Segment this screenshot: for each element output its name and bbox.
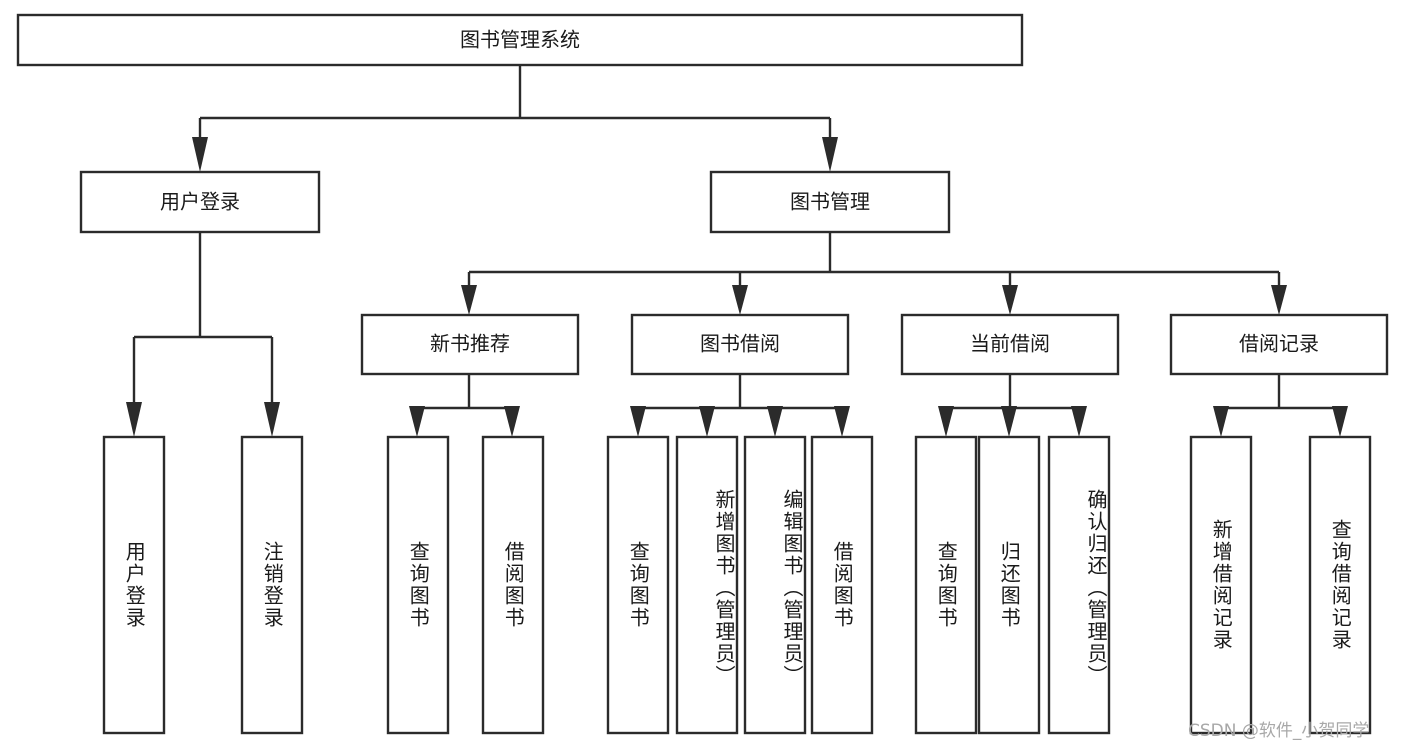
node-box-book-manage[interactable] bbox=[709, 170, 951, 234]
node-label-book-manage: 图书管理 bbox=[790, 190, 870, 214]
node-box-leaf-nb-1[interactable] bbox=[386, 435, 450, 735]
csdn-watermark: CSDN @软件_小贺同学 bbox=[1188, 721, 1370, 741]
node-label-borrow-record: 借阅记录 bbox=[1239, 332, 1319, 356]
node-box-borrow-record[interactable] bbox=[1169, 313, 1389, 376]
node-box-leaf-bb-2[interactable] bbox=[675, 435, 739, 735]
connector-book-manage-to-level3 bbox=[461, 232, 1287, 315]
node-box-leaf-ul-2[interactable] bbox=[240, 435, 304, 735]
connector-borrow-record-to-leaves bbox=[1213, 374, 1348, 437]
node-box-leaf-ul-1[interactable] bbox=[102, 435, 166, 735]
arrow-head-leaf-bb-3 bbox=[767, 406, 783, 437]
arrow-head-leaf-cb-2 bbox=[1001, 406, 1017, 437]
arrow-head-leaf-br-1 bbox=[1213, 406, 1229, 437]
arrow-head-leaf-ul-2 bbox=[264, 402, 280, 437]
node-box-leaf-bb-1[interactable] bbox=[606, 435, 670, 735]
node-label-new-book-recommend: 新书推荐 bbox=[430, 332, 510, 356]
node-box-leaf-br-1[interactable] bbox=[1189, 435, 1253, 735]
arrow-head-leaf-ul-1 bbox=[126, 402, 142, 437]
arrow-head-borrow-record bbox=[1271, 285, 1287, 315]
arrow-head-new-book bbox=[461, 285, 477, 315]
node-box-leaf-cb-2[interactable] bbox=[977, 435, 1041, 735]
connector-new-book-to-leaves bbox=[409, 374, 520, 437]
node-box-leaf-cb-3[interactable] bbox=[1047, 435, 1111, 735]
arrow-head-leaf-nb-1 bbox=[409, 406, 425, 437]
node-label-root: 图书管理系统 bbox=[460, 28, 580, 52]
arrow-head-leaf-bb-4 bbox=[834, 406, 850, 437]
arrow-head-leaf-cb-3 bbox=[1071, 406, 1087, 437]
node-box-leaf-bb-4[interactable] bbox=[810, 435, 874, 735]
node-label-current-borrow: 当前借阅 bbox=[970, 332, 1050, 356]
node-label-book-borrow: 图书借阅 bbox=[700, 332, 780, 356]
arrow-head-leaf-br-2 bbox=[1332, 406, 1348, 437]
node-box-book-borrow[interactable] bbox=[630, 313, 850, 376]
arrow-head-leaf-nb-2 bbox=[504, 406, 520, 437]
arrow-head-leaf-bb-1 bbox=[630, 406, 646, 437]
node-box-leaf-br-2[interactable] bbox=[1308, 435, 1372, 735]
arrow-head-leaf-cb-1 bbox=[938, 406, 954, 437]
arrow-head-book-borrow bbox=[732, 285, 748, 315]
node-box-current-borrow[interactable] bbox=[900, 313, 1120, 376]
connector-current-borrow-to-leaves bbox=[938, 374, 1087, 437]
connector-root-to-level2 bbox=[192, 65, 838, 172]
arrow-head-current-borrow bbox=[1002, 285, 1018, 315]
arrow-head-book-manage bbox=[822, 137, 838, 172]
connector-user-login-to-leaves bbox=[126, 232, 280, 437]
node-box-leaf-cb-1[interactable] bbox=[914, 435, 978, 735]
arrow-head-leaf-bb-2 bbox=[699, 406, 715, 437]
node-box-new-book-recommend[interactable] bbox=[360, 313, 580, 376]
node-box-leaf-nb-2[interactable] bbox=[481, 435, 545, 735]
arrow-head-user-login bbox=[192, 137, 208, 172]
node-box-root[interactable] bbox=[16, 13, 1024, 67]
node-label-user-login: 用户登录 bbox=[160, 190, 240, 214]
node-box-leaf-bb-3[interactable] bbox=[743, 435, 807, 735]
connector-book-borrow-to-leaves bbox=[630, 374, 850, 437]
node-box-user-login[interactable] bbox=[79, 170, 321, 234]
